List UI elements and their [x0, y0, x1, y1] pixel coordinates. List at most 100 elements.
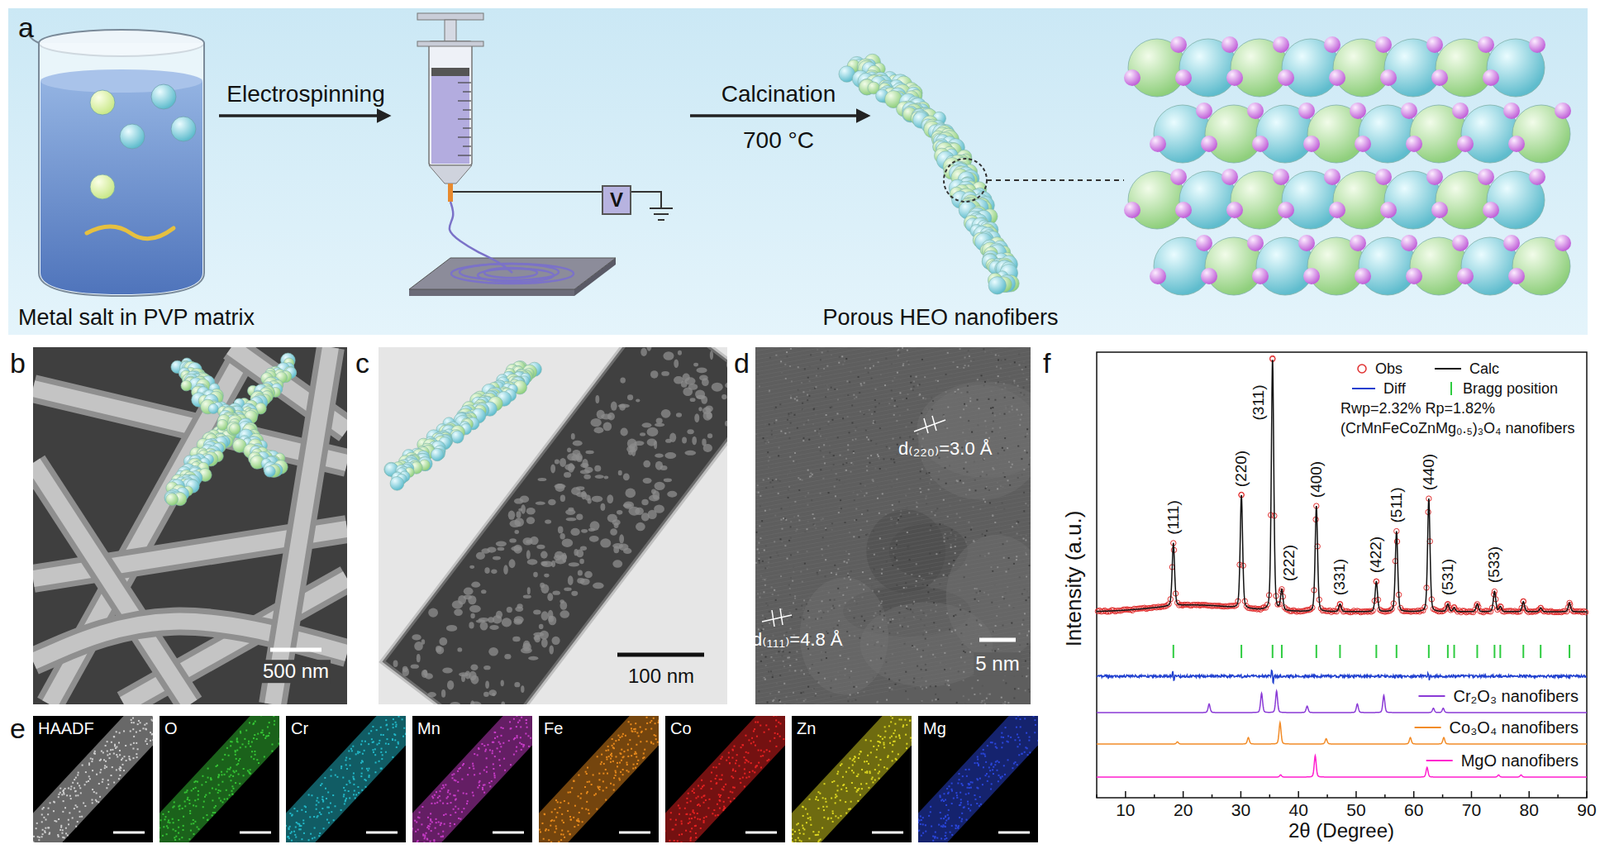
pore	[593, 427, 604, 434]
noise-dot	[915, 376, 918, 378]
pore	[490, 569, 497, 575]
pore	[673, 376, 684, 384]
noise-dot	[947, 406, 949, 409]
noise-dot	[857, 691, 859, 694]
lattice-fringe	[755, 433, 1031, 484]
noise-dot	[816, 348, 819, 351]
lattice-fringe	[755, 388, 1031, 439]
noise-dot	[978, 623, 981, 625]
noise-dot	[921, 467, 924, 470]
pore	[500, 700, 505, 705]
sem-fiber-light	[33, 621, 348, 662]
noise-dot	[919, 470, 922, 472]
noise-dot	[919, 575, 921, 577]
noise-dot	[1001, 388, 1004, 391]
noise-dot	[778, 623, 781, 626]
lattice-fringe	[755, 429, 1031, 480]
lattice-fringe	[755, 561, 1031, 612]
noise-dot	[819, 358, 822, 361]
pore	[501, 617, 512, 627]
noise-dot	[907, 698, 910, 700]
noise-dot	[851, 404, 853, 406]
pore	[547, 592, 553, 601]
noise-dot	[800, 669, 803, 672]
pore	[709, 350, 714, 360]
noise-dot	[904, 690, 907, 692]
noise-dot	[853, 634, 856, 637]
noise-dot	[904, 671, 907, 673]
noise-dot	[924, 497, 927, 500]
lattice-fringe	[755, 578, 1031, 629]
noise-dot	[826, 365, 829, 367]
noise-dot	[1019, 643, 1021, 646]
noise-dot	[1019, 533, 1022, 536]
noise-dot	[996, 487, 999, 490]
lattice-fringe	[755, 537, 1031, 587]
pore	[416, 653, 421, 662]
noise-dot	[955, 481, 958, 484]
pore	[528, 656, 539, 661]
noise-dot	[930, 524, 933, 527]
oxygen-sphere	[1149, 135, 1167, 153]
noise-dot	[908, 511, 910, 514]
noise-dot	[942, 414, 945, 417]
noise-dot	[796, 399, 799, 401]
noise-dot	[947, 515, 949, 518]
pore	[606, 494, 614, 504]
pore	[677, 350, 682, 356]
noise-dot	[923, 578, 925, 581]
noise-dot	[839, 654, 842, 657]
pore	[625, 488, 637, 499]
noise-dot	[878, 604, 881, 607]
noise-dot	[761, 502, 764, 505]
noise-dot	[928, 488, 930, 491]
noise-dot	[1026, 451, 1029, 453]
lattice-fringe	[755, 413, 1031, 463]
pore	[495, 610, 503, 620]
noise-dot	[929, 528, 932, 531]
lattice-fringe	[755, 516, 1031, 567]
noise-dot	[795, 529, 797, 532]
noise-dot	[789, 563, 791, 566]
scale-bar	[617, 652, 705, 658]
noise-dot	[775, 406, 777, 409]
noise-dot	[1004, 386, 1006, 389]
pore	[646, 347, 652, 352]
noise-dot	[916, 513, 919, 515]
lattice-fringe	[755, 380, 1031, 430]
noise-dot	[822, 518, 824, 520]
noise-dot	[765, 486, 767, 489]
oxygen-sphere	[1431, 69, 1448, 86]
noise-dot	[892, 509, 895, 511]
noise-dot	[930, 510, 933, 513]
pore	[538, 623, 544, 629]
noise-dot	[1028, 457, 1031, 459]
pore	[441, 689, 446, 698]
noise-dot	[959, 347, 962, 350]
noise-dot	[808, 596, 810, 599]
pore	[600, 538, 611, 548]
noise-dot	[858, 391, 861, 394]
noise-dot	[806, 394, 809, 396]
noise-dot	[775, 478, 777, 481]
noise-dot	[804, 495, 807, 498]
noise-dot	[977, 592, 980, 595]
noise-dot	[789, 611, 791, 614]
pore	[463, 594, 473, 600]
noise-dot	[981, 533, 984, 535]
noise-dot	[796, 409, 799, 411]
noise-dot	[853, 397, 856, 400]
oxygen-sphere	[1170, 36, 1187, 53]
lattice-fringe	[755, 384, 1031, 434]
noise-dot	[973, 461, 976, 463]
syringe-barrel	[428, 41, 472, 166]
pore	[480, 589, 487, 594]
noise-dot	[885, 560, 888, 562]
pore	[647, 427, 659, 437]
noise-dot	[898, 619, 900, 621]
syringe-tick	[462, 90, 472, 92]
noise-dot	[766, 454, 769, 457]
noise-dot	[825, 438, 828, 440]
pore	[411, 633, 421, 640]
noise-dot	[853, 499, 856, 501]
